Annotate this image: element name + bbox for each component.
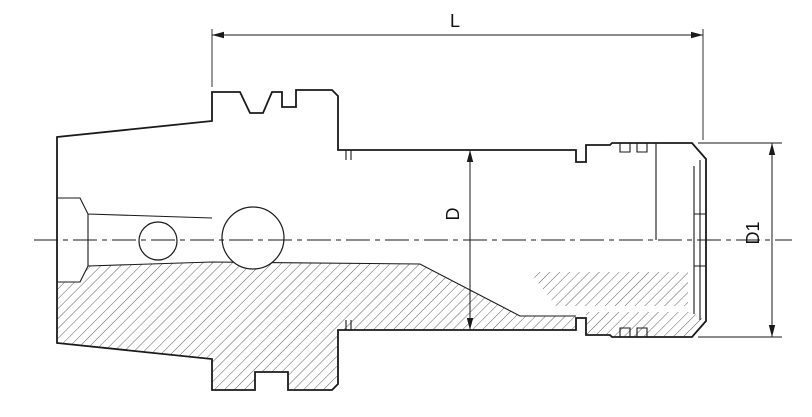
- dimension-D: D: [443, 150, 474, 330]
- hatch-shank-wall: [57, 262, 212, 358]
- hatch-flange-body-wall: [212, 262, 576, 390]
- hatch-collet-wall: [530, 272, 688, 306]
- section-hatching: [57, 262, 706, 390]
- dimension-L: L: [211, 11, 704, 140]
- dimension-D1: D1: [698, 142, 782, 338]
- dim-D1-label: D1: [743, 221, 763, 244]
- hatch-nut-wall: [586, 312, 706, 337]
- shank-grip-hole: [138, 221, 178, 261]
- dim-L-label: L: [450, 11, 460, 31]
- dim-D-label: D: [443, 208, 463, 221]
- flange-drive-hole: [221, 206, 285, 270]
